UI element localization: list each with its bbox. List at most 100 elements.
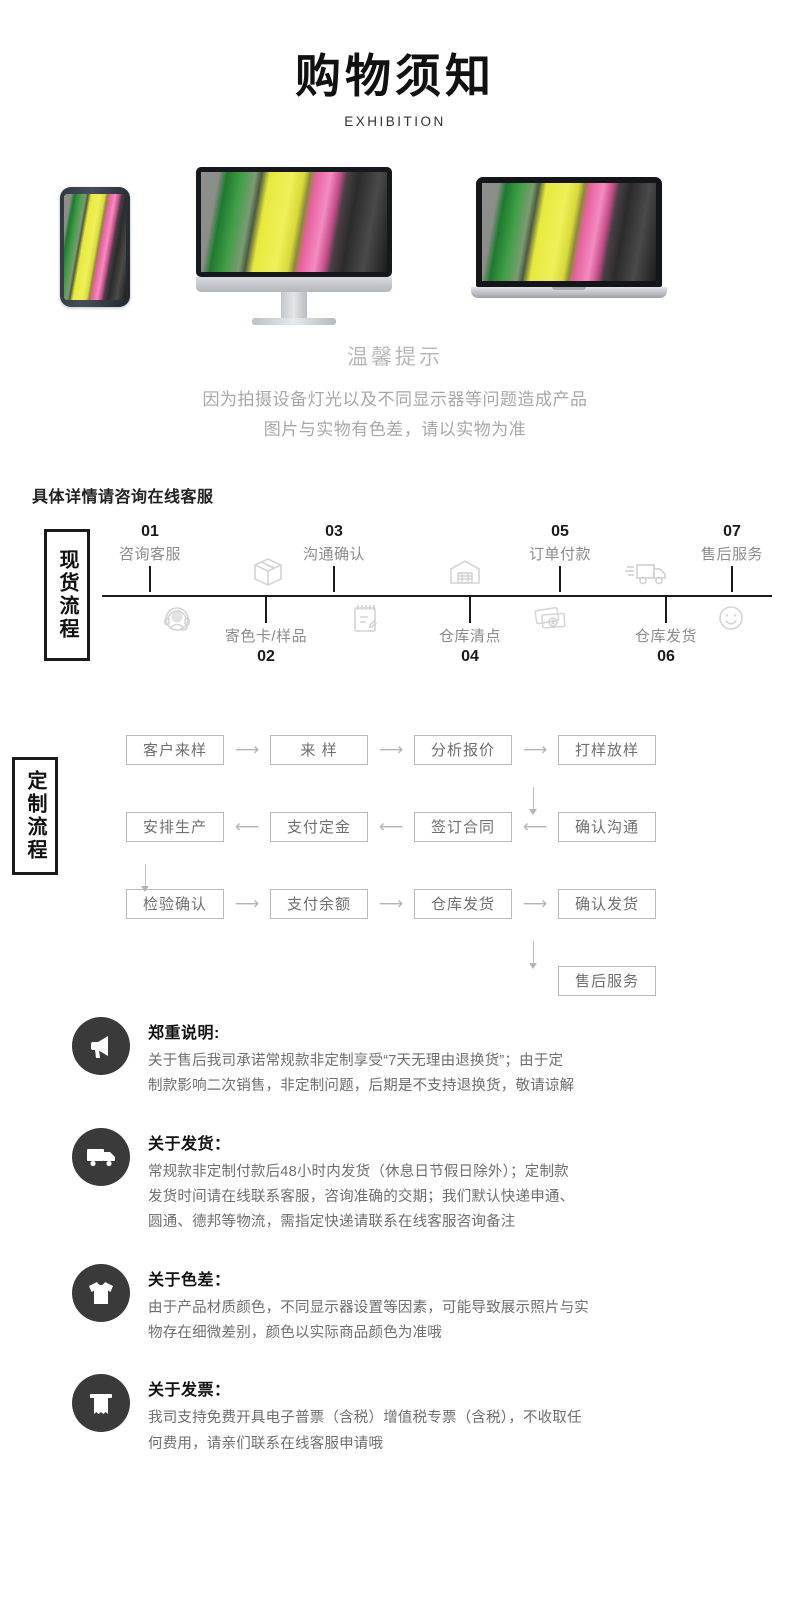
flow-node-inspection-confirm: 检验确认 xyxy=(126,888,224,919)
flow-arrow-down-3 xyxy=(526,940,540,969)
truck-icon xyxy=(624,557,670,587)
page-title: 购物须知 xyxy=(295,50,495,102)
in-stock-process-section: 具体详情请咨询在线客服 现货流程 01 咨询客服 寄色卡/ xyxy=(0,483,790,709)
flow-arrow-down-2 xyxy=(138,863,152,892)
step-tick xyxy=(469,596,471,623)
headset-icon xyxy=(160,603,194,637)
laptop-notch xyxy=(552,287,586,291)
box-icon xyxy=(250,553,286,587)
arrow-left-icon: ⟵ xyxy=(522,817,548,837)
step-label: 售后服务 xyxy=(700,545,763,563)
arrow-stem xyxy=(532,786,534,809)
in-stock-timeline: 现货流程 01 咨询客服 寄色卡/样品 02 xyxy=(32,517,776,709)
monitor-stand-neck xyxy=(281,292,307,319)
notice-line: 发货时间请在线联系客服，咨询准确的交期；我们默认快递申通、 xyxy=(148,1188,575,1205)
notice-text: 由于产品材质颜色，不同显示器设置等因素，可能导致展示照片与实 物存在细微差别，颜… xyxy=(148,1296,589,1347)
megaphone-icon xyxy=(72,1016,130,1075)
step-label: 仓库清点 xyxy=(438,627,501,645)
flow-node-warehouse-ship: 仓库发货 xyxy=(414,888,512,919)
money-icon xyxy=(532,603,570,633)
laptop-base xyxy=(471,287,667,299)
custom-label-text: 定制流程 xyxy=(24,769,46,862)
page-header: 购物须知 EXHIBITION xyxy=(0,0,790,130)
flow-node-pay-balance: 支付余额 xyxy=(270,888,368,919)
flow-row-2: 安排生产 ⟵ 支付定金 ⟵ 签订合同 ⟵ 确认沟通 xyxy=(126,811,776,842)
timeline-step-06: 仓库发货 06 xyxy=(606,596,726,666)
custom-label-box: 定制流程 xyxy=(12,756,58,875)
arrow-right-icon: ⟶ xyxy=(378,740,404,760)
flow-node-proofing: 打样放样 xyxy=(558,734,656,765)
arrow-head-down-icon xyxy=(529,808,537,815)
notice-title: 关于发票： xyxy=(148,1382,231,1400)
flow-node-after-sales: 售后服务 xyxy=(558,965,656,996)
step-number: 01 xyxy=(141,522,159,540)
tshirt-icon xyxy=(72,1263,130,1322)
warehouse-icon xyxy=(448,557,482,587)
arrow-stem xyxy=(144,863,146,886)
monitor-device xyxy=(196,167,392,326)
step-number: 07 xyxy=(723,522,741,540)
timeline-step-04: 仓库清点 04 xyxy=(410,596,530,666)
arrow-right-icon: ⟶ xyxy=(234,740,260,760)
truck-icon xyxy=(72,1127,130,1186)
timeline-axis xyxy=(102,594,772,597)
notice-title: 关于发货： xyxy=(148,1135,231,1153)
step-label: 订单付款 xyxy=(528,545,591,563)
timeline-step-03: 03 沟通确认 xyxy=(274,523,394,592)
step-number: 06 xyxy=(657,647,675,665)
notice-line: 常规款非定制付款后48小时内发货（休息日节假日除外）；定制款 xyxy=(148,1163,569,1180)
notice-body: 关于发票： 我司支持免费开具电子普票（含税）增值税专票（含税），不收取任 何费用… xyxy=(148,1374,582,1457)
notice-line: 何费用，请亲们联系在线客服申请哦 xyxy=(148,1435,384,1452)
step-tick xyxy=(265,596,267,623)
notice-shipping: 关于发货： 常规款非定制付款后48小时内发货（休息日节假日除外）；定制款 发货时… xyxy=(72,1127,730,1236)
flow-arrow-down-1 xyxy=(526,786,540,815)
timeline-step-05: 05 订单付款 xyxy=(500,523,620,592)
flow-node-incoming-sample: 来 样 xyxy=(270,734,368,765)
phone-device xyxy=(60,187,130,308)
monitor-bezel xyxy=(196,167,392,278)
step-tick xyxy=(665,596,667,623)
notice-title: 郑重说明: xyxy=(148,1024,220,1042)
timeline-step-07: 07 售后服务 xyxy=(672,523,790,592)
notice-text: 我司支持免费开具电子普票（含税）增值税专票（含税），不收取任 何费用，请亲们联系… xyxy=(148,1406,582,1457)
notice-line: 我司支持免费开具电子普票（含税）增值税专票（含税），不收取任 xyxy=(148,1410,582,1427)
flow-node-pay-deposit: 支付定金 xyxy=(270,811,368,842)
monitor-screen-art xyxy=(201,172,387,273)
receipt-icon xyxy=(72,1374,130,1433)
laptop-lid xyxy=(476,177,662,288)
notice-list: 郑重说明: 关于售后我司承诺常规款非定制享受“7天无理由退换货”；由于定 制款影… xyxy=(0,1016,790,1457)
arrow-stem xyxy=(532,940,534,963)
tips-line-2: 图片与实物有色差，请以实物为准 xyxy=(263,420,527,440)
step-tick xyxy=(149,565,151,592)
step-tick xyxy=(731,565,733,592)
notice-title: 关于色差： xyxy=(148,1271,231,1289)
step-number: 02 xyxy=(257,647,275,665)
notice-body: 关于色差： 由于产品材质颜色，不同显示器设置等因素，可能导致展示照片与实 物存在… xyxy=(148,1264,589,1347)
notice-text: 常规款非定制付款后48小时内发货（休息日节假日除外）；定制款 发货时间请在线联系… xyxy=(148,1160,574,1236)
smiley-icon xyxy=(718,605,744,631)
flow-row-4: 售后服务 xyxy=(126,965,776,996)
notice-body: 郑重说明: 关于售后我司承诺常规款非定制享受“7天无理由退换货”；由于定 制款影… xyxy=(148,1017,574,1100)
tips-title: 温馨提示 xyxy=(347,346,443,370)
notice-color-difference: 关于色差： 由于产品材质颜色，不同显示器设置等因素，可能导致展示照片与实 物存在… xyxy=(72,1263,730,1347)
arrow-head-down-icon xyxy=(141,885,149,892)
arrow-right-icon: ⟶ xyxy=(522,894,548,914)
timeline-step-01: 01 咨询客服 xyxy=(90,523,210,592)
notice-line: 制款影响二次销售，非定制问题，后期是不支持退换货，敬请谅解 xyxy=(148,1078,575,1095)
tips-body: 因为拍摄设备灯光以及不同显示器等问题造成产品 图片与实物有色差，请以实物为准 xyxy=(0,385,790,445)
notepad-icon xyxy=(350,601,380,635)
monitor-stand-foot xyxy=(252,318,336,326)
step-label: 沟通确认 xyxy=(302,545,365,563)
in-stock-label-box: 现货流程 xyxy=(44,528,90,661)
flow-node-arrange-production: 安排生产 xyxy=(126,811,224,842)
flow-node-sign-contract: 签订合同 xyxy=(414,811,512,842)
flow-node-confirm-communication: 确认沟通 xyxy=(558,811,656,842)
notice-text: 关于售后我司承诺常规款非定制享受“7天无理由退换货”；由于定 制款影响二次销售，… xyxy=(148,1049,574,1100)
arrow-right-icon: ⟶ xyxy=(522,740,548,760)
notice-line: 物存在细微差别，颜色以实际商品颜色为准哦 xyxy=(148,1325,442,1342)
notice-line: 由于产品材质颜色，不同显示器设置等因素，可能导致展示照片与实 xyxy=(148,1299,589,1316)
arrow-head-down-icon xyxy=(529,962,537,969)
laptop-screen-art xyxy=(482,183,656,282)
arrow-left-icon: ⟵ xyxy=(234,817,260,837)
flow-node-analysis-quote: 分析报价 xyxy=(414,734,512,765)
